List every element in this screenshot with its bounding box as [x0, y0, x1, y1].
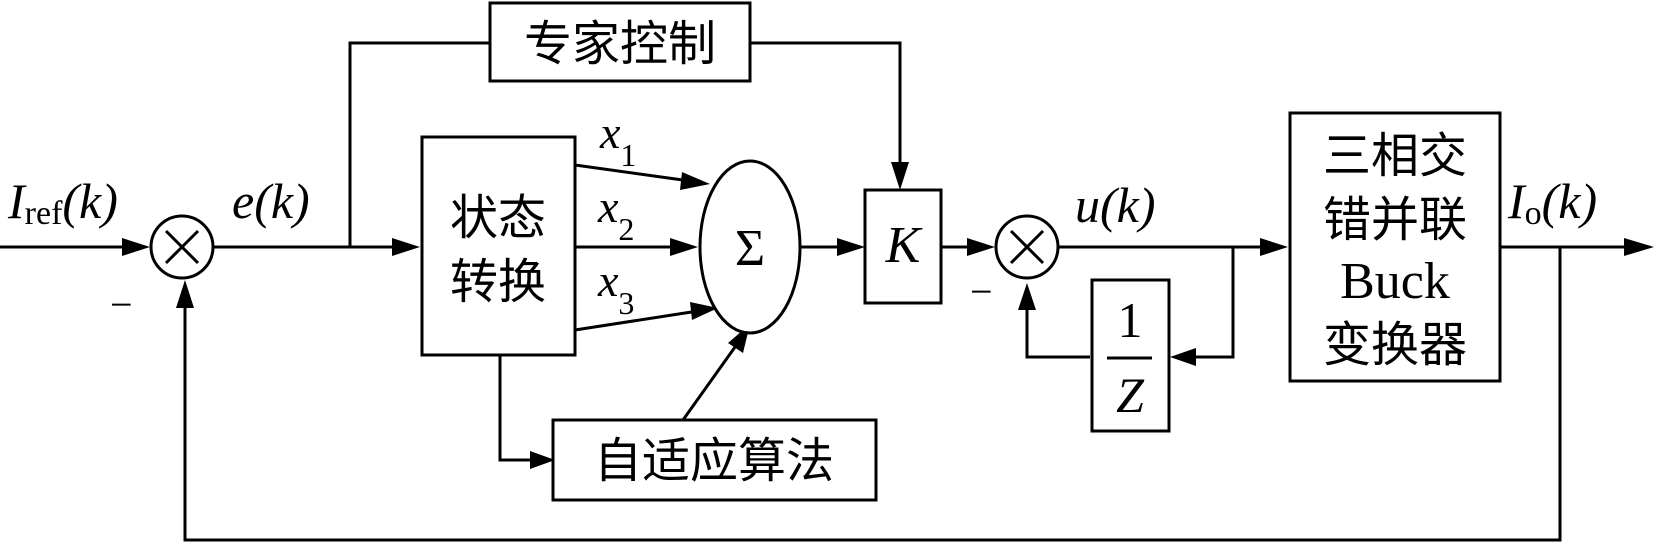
delay-input-wire [1190, 247, 1235, 359]
state-transform-label-line2: 转换 [450, 254, 546, 310]
adaptive-algorithm-label: 自适应算法 [594, 433, 834, 489]
feedback-wire [183, 247, 1562, 542]
plant-label-line3: Buck [1340, 253, 1450, 310]
arrowhead [1170, 348, 1196, 366]
arrowhead [670, 238, 698, 256]
delay-output-wire [1025, 305, 1090, 359]
arrowhead [1018, 283, 1036, 310]
plant-label-line4: 变换器 [1323, 317, 1467, 373]
arrowhead [1624, 238, 1654, 256]
expert-control-label: 专家控制 [524, 16, 716, 72]
state-transform-block [420, 135, 577, 357]
buck-converter-block [1288, 111, 1502, 383]
delay-numerator: 1 [1118, 292, 1143, 348]
delay-block [1090, 278, 1171, 433]
multiplier-1 [149, 214, 215, 280]
error-signal-label: e(k) [232, 173, 310, 229]
expert-out-wire [750, 41, 902, 170]
arrowhead [891, 162, 909, 190]
arrowhead [680, 172, 710, 190]
arrowhead [530, 451, 555, 469]
sum-block [698, 159, 802, 335]
expert-control-block [488, 1, 752, 83]
arrowhead [392, 238, 420, 256]
adaptive-input-wire [498, 355, 540, 462]
multiplier-2 [994, 214, 1060, 280]
arrowhead [967, 238, 995, 256]
x2-label: x2 [597, 181, 634, 247]
adaptive-algorithm-block [551, 418, 878, 502]
arrowhead [837, 238, 865, 256]
x3-wire [574, 309, 699, 332]
control-signal-label: u(k) [1075, 177, 1156, 233]
expert-branch-wire [348, 41, 490, 247]
arrowhead [690, 302, 718, 320]
arrowhead [122, 238, 150, 256]
negative-sign-1: − [110, 282, 133, 327]
x1-label: x1 [599, 107, 636, 173]
output-signal-label: Io(k) [1507, 173, 1597, 232]
plant-label-line1: 三相交 [1323, 128, 1467, 184]
x3-label: x3 [597, 255, 634, 321]
gain-label: K [885, 217, 923, 274]
arrowhead [1260, 238, 1288, 256]
x1-wire [574, 163, 691, 183]
reference-signal-label: Iref(k) [7, 173, 118, 232]
delay-denominator: Z [1116, 367, 1145, 423]
state-transform-label-line1: 状态 [450, 190, 546, 246]
sum-symbol: Σ [735, 220, 765, 277]
arrowhead [176, 280, 194, 308]
plant-label-line2: 错并联 [1323, 192, 1467, 248]
adaptive-out-wire [681, 339, 742, 421]
gain-block [863, 188, 943, 305]
negative-sign-2: − [970, 269, 993, 314]
